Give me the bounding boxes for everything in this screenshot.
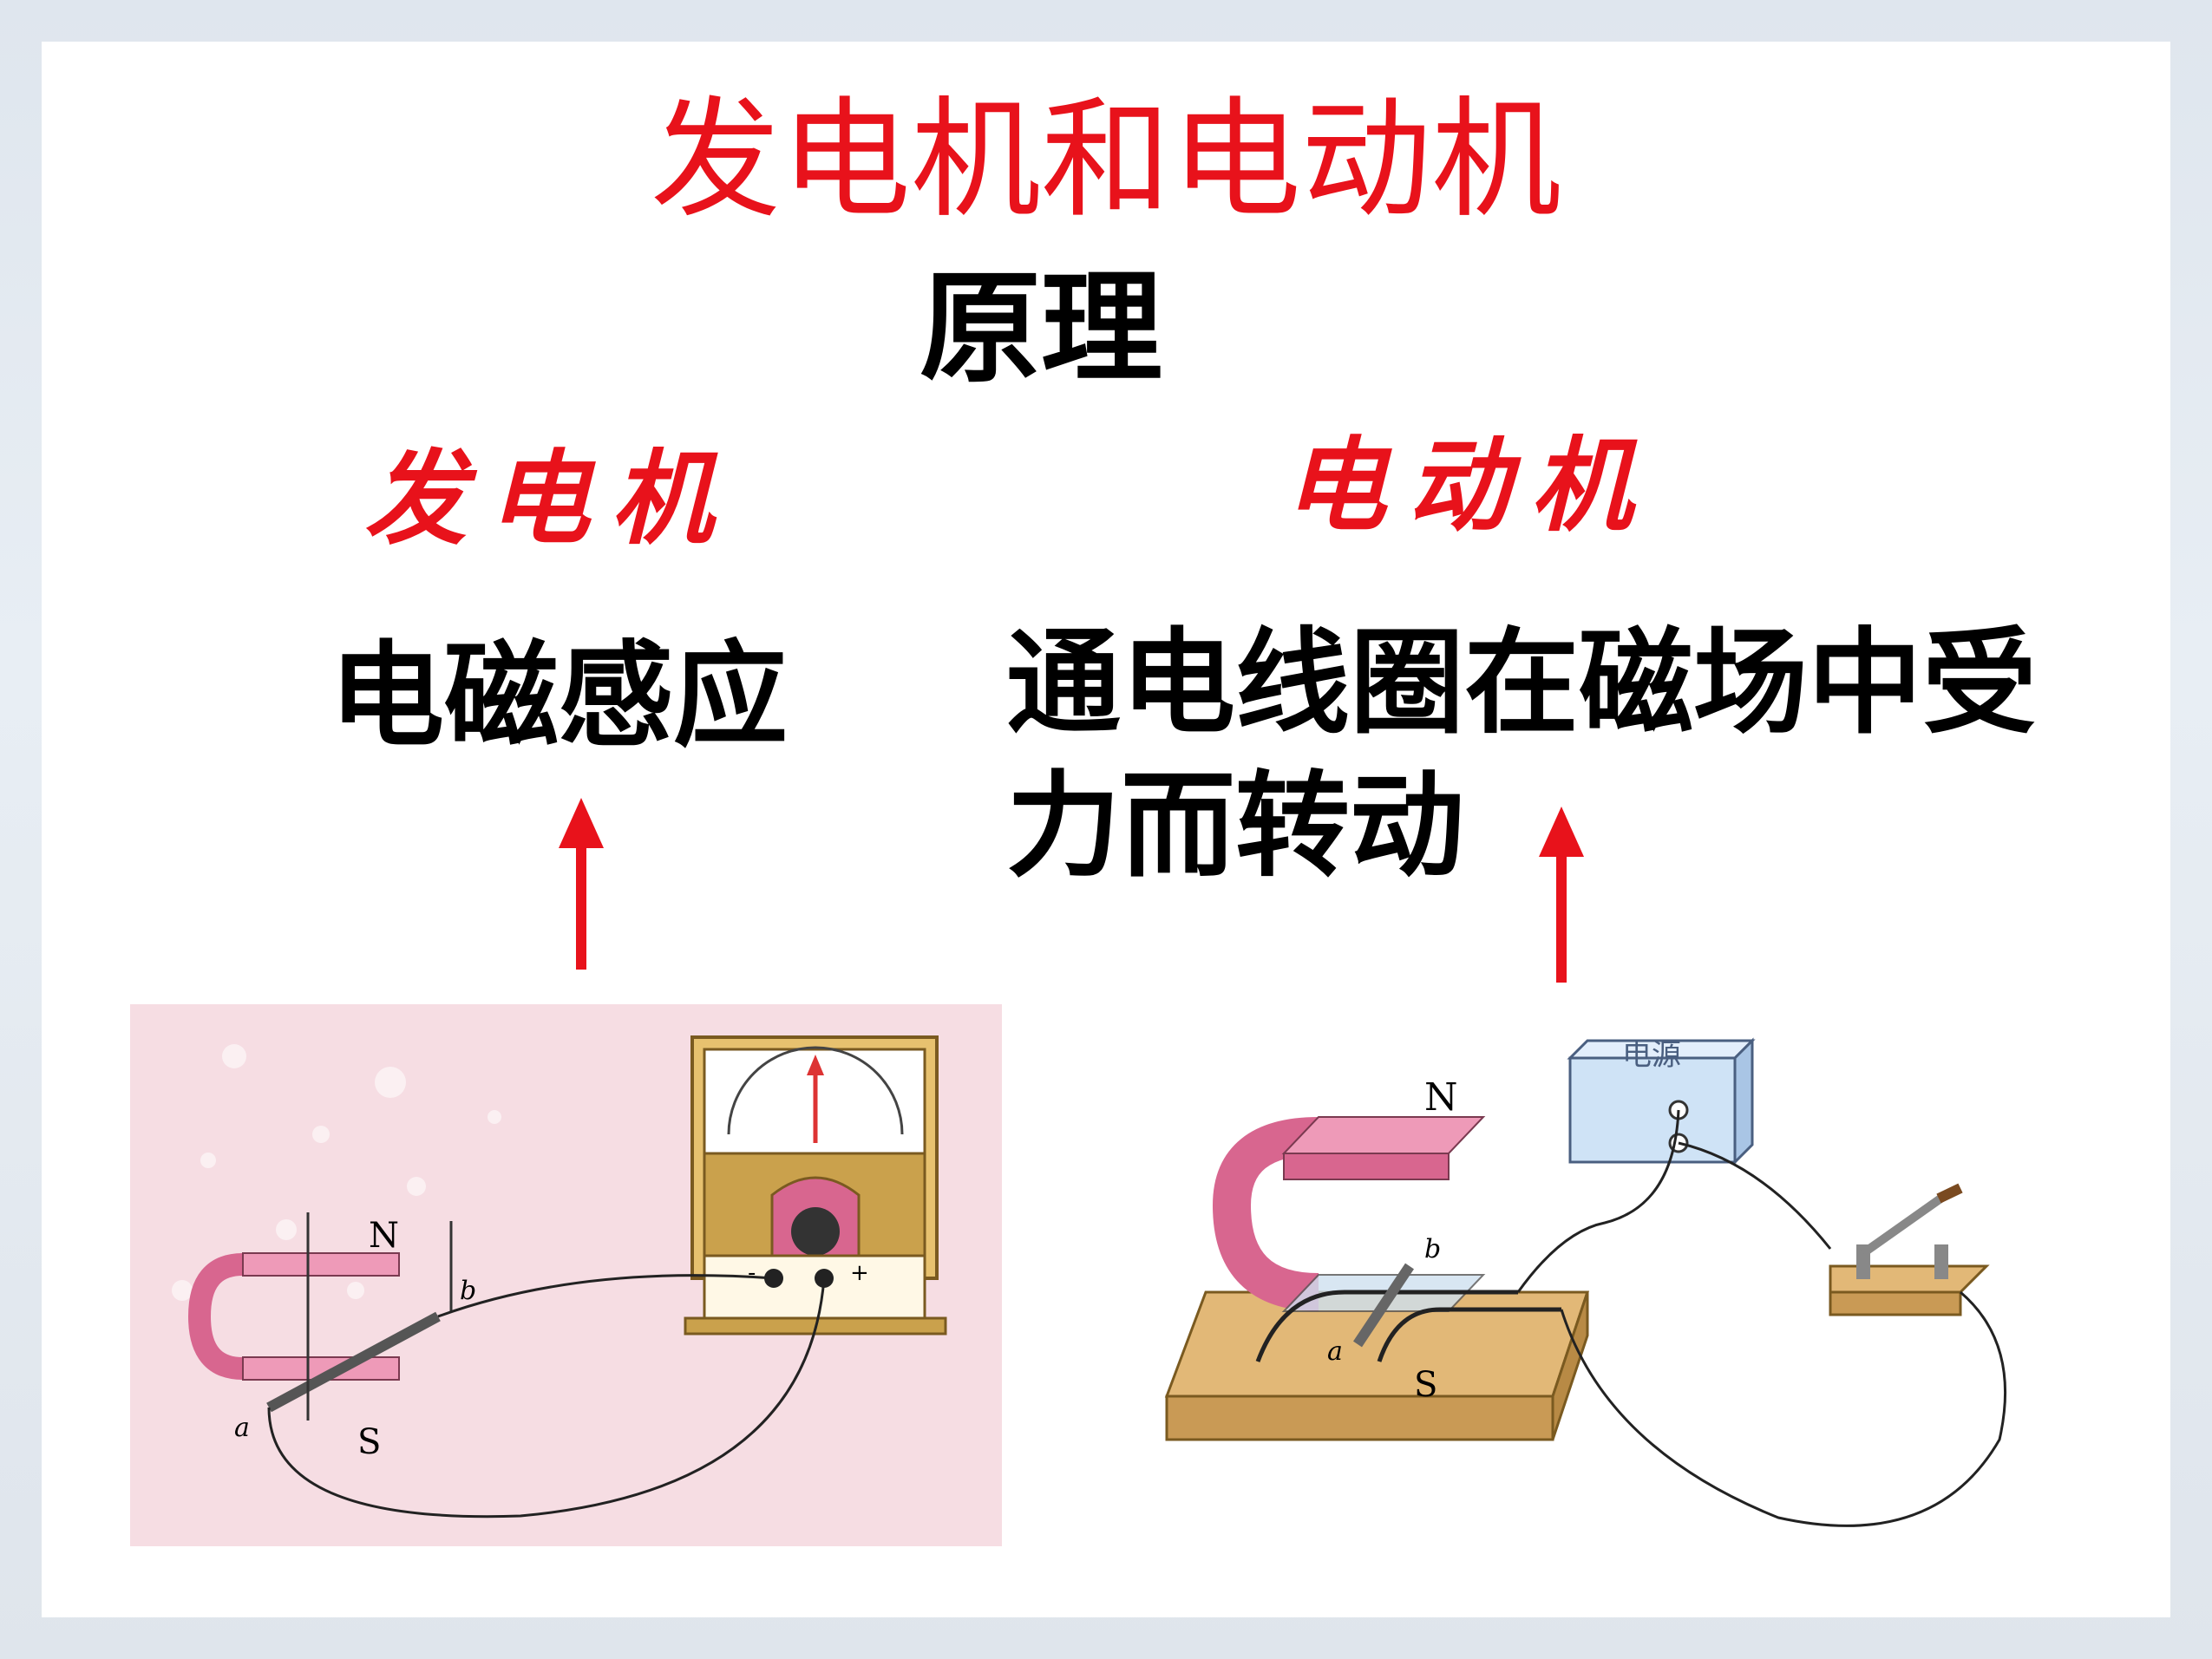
- motor-heading: 电动机: [1284, 425, 1654, 545]
- motor-principle-line2: 力而转动: [1006, 760, 1464, 893]
- motor-b-label: b: [1424, 1234, 1441, 1264]
- meter-minus-label: -: [748, 1260, 756, 1286]
- generator-diagram: - + N S b a: [130, 1004, 1002, 1546]
- up-arrow-icon: [559, 798, 604, 970]
- generator-heading: 发电机: [364, 438, 735, 558]
- motor-north-label: N: [1424, 1075, 1458, 1120]
- motor-south-label: S: [1414, 1365, 1437, 1405]
- slide-subtitle: 原理: [919, 258, 1163, 400]
- motor-diagram: 电源 N S b a: [1154, 1032, 2082, 1552]
- motor-a-label: a: [1327, 1336, 1343, 1367]
- generator-north-label: N: [369, 1216, 399, 1256]
- generator-south-label: S: [357, 1422, 381, 1462]
- generator-b-label: b: [460, 1276, 476, 1306]
- up-arrow-icon: [1539, 807, 1584, 983]
- slide-title: 发电机和电动机: [650, 85, 1561, 236]
- generator-principle: 电磁感应: [330, 630, 788, 763]
- power-supply-label: 电源: [1622, 1038, 1681, 1073]
- meter-plus-label: +: [850, 1260, 869, 1286]
- generator-a-label: a: [234, 1413, 250, 1443]
- motor-principle-line1: 通电线圈在磁场中受: [1006, 617, 2037, 750]
